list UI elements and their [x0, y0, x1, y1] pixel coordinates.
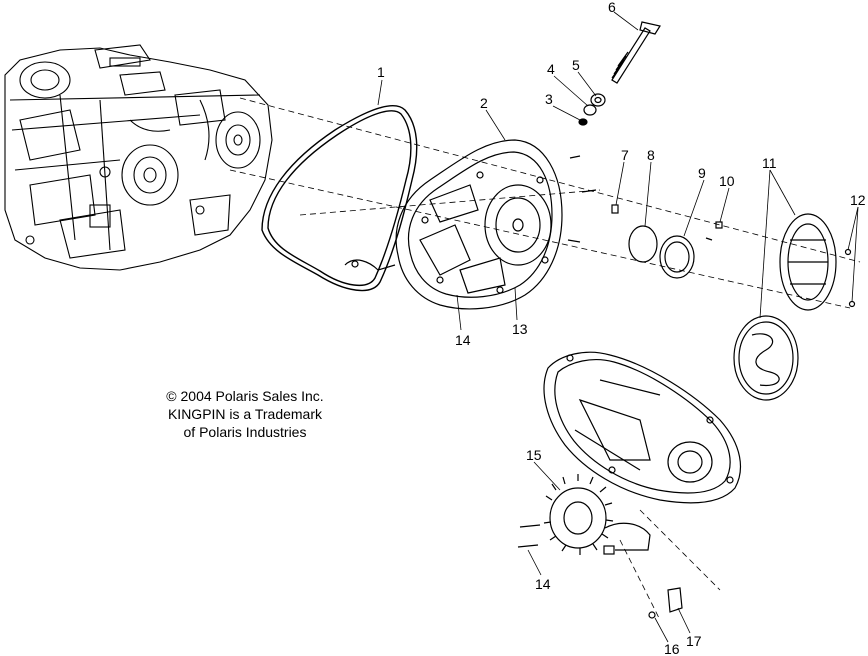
callout-10: 10	[719, 173, 735, 189]
callout-7: 7	[621, 147, 629, 163]
callout-15: 15	[526, 447, 542, 463]
callout-6: 6	[608, 0, 616, 15]
leader-lines	[377, 11, 859, 643]
callout-9: 9	[698, 165, 706, 181]
callout-1: 1	[377, 64, 385, 80]
copyright-line-1: © 2004 Polaris Sales Inc.	[166, 388, 324, 404]
callout-3: 3	[545, 91, 553, 107]
callout-4: 4	[547, 61, 555, 77]
seal-and-rings	[567, 155, 723, 279]
copyright-line-3: of Polaris Industries	[183, 424, 307, 440]
outer-cover-and-screen	[733, 213, 856, 401]
callout-2: 2	[480, 95, 488, 111]
outer-clutch-cover	[543, 351, 742, 504]
callout-13: 13	[512, 321, 528, 337]
inner-cover	[344, 139, 563, 310]
callout-11: 11	[762, 155, 777, 171]
callout-5: 5	[572, 57, 580, 73]
callout-14: 14	[455, 332, 471, 348]
callout-14b: 14	[535, 576, 551, 592]
gasket	[261, 105, 418, 292]
copyright-line-2: KINGPIN is a Trademark	[167, 406, 323, 422]
callout-12: 12	[850, 192, 866, 208]
callout-labels: 1 2 3 4 5 6 7 8 9 10 11 12 13 14 15 14 1…	[377, 0, 866, 656]
bracket	[648, 587, 683, 619]
callout-16: 16	[664, 641, 680, 656]
callout-8: 8	[647, 147, 655, 163]
callout-17: 17	[686, 633, 702, 649]
engine-block	[4, 44, 273, 271]
shaft-assembly	[578, 21, 661, 126]
stator	[517, 474, 651, 555]
copyright-notice: © 2004 Polaris Sales Inc. KINGPIN is a T…	[140, 387, 350, 441]
